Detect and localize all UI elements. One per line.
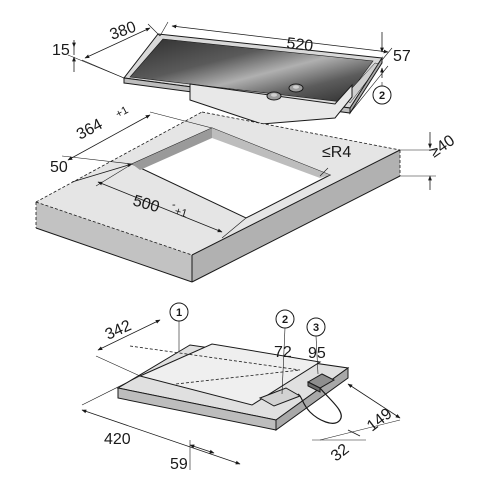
dim-cutout-depth: 364 bbox=[74, 116, 106, 144]
callout-2-label: 2 bbox=[379, 90, 385, 102]
underside-housing bbox=[138, 343, 322, 406]
dim-front-clearance: 50 bbox=[50, 159, 68, 176]
callout-3-label: 3 bbox=[313, 322, 319, 334]
dim-cutout-depth-tol: +1 bbox=[114, 104, 131, 120]
dim-cutout-width-tol-sign: - bbox=[172, 199, 176, 211]
hob-unit bbox=[123, 33, 383, 125]
dim-cutout-width-tol: +1 bbox=[173, 205, 188, 220]
dim-hob-depth: 380 bbox=[108, 19, 139, 44]
callout-2-circle bbox=[372, 85, 392, 105]
worktop-front bbox=[36, 202, 192, 282]
dim-front-offset: 59 bbox=[170, 456, 188, 473]
callout-2-label: 2 bbox=[282, 314, 288, 326]
dim-hob-width: 520 bbox=[286, 35, 315, 55]
worktop-right bbox=[192, 150, 400, 282]
hob-body bbox=[189, 83, 353, 125]
dim-connection-pos-2: 95 bbox=[308, 345, 326, 362]
dim-worktop-thickness: ≥40 bbox=[427, 132, 459, 161]
power-cable bbox=[297, 387, 342, 424]
dim-depth-right: 149 bbox=[364, 405, 396, 435]
dim-corner-radius: ≤R4 bbox=[322, 144, 351, 161]
dim-frame-height: 15 bbox=[52, 42, 70, 59]
callout-1-label: 1 bbox=[176, 307, 182, 319]
dim-total-height: 57 bbox=[393, 48, 411, 65]
hob-frame-right bbox=[349, 56, 383, 115]
dim-height-right: 32 bbox=[328, 441, 353, 465]
dim-cutout-width: 500 bbox=[131, 193, 161, 217]
dim-underside-width: 420 bbox=[104, 431, 131, 448]
dim-connection-pos: 72 bbox=[274, 344, 292, 361]
dim-underside-depth: 342 bbox=[103, 317, 134, 343]
